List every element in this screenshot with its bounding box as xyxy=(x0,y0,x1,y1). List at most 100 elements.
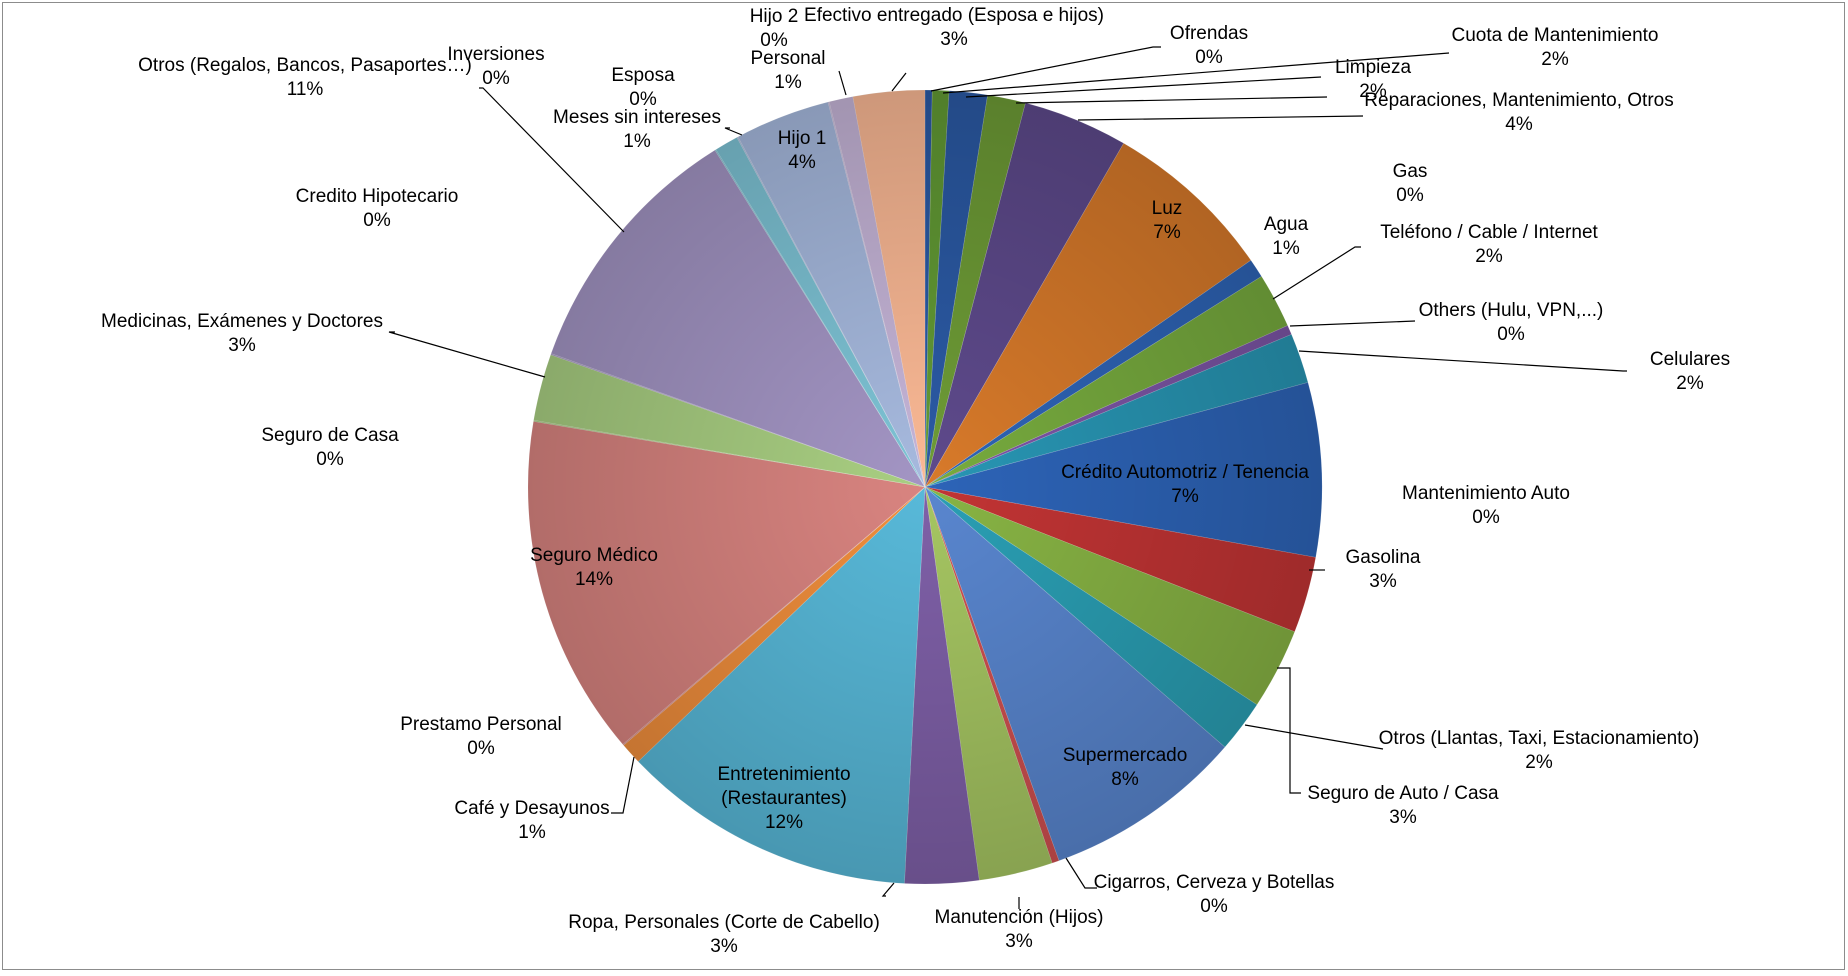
leader-lines xyxy=(388,46,1627,909)
slice-label-percent: 0% xyxy=(467,738,495,759)
slice-label-percent: 1% xyxy=(518,822,546,843)
leader-line-15 xyxy=(388,331,546,378)
slice-label-percent: 4% xyxy=(1505,114,1533,135)
leader-line-4 xyxy=(1077,115,1364,121)
slice-label-percent: 1% xyxy=(774,72,802,93)
slice-label-23: Seguro de Casa 0% xyxy=(261,425,399,470)
slice-label-percent: 2% xyxy=(1525,752,1553,773)
slice-label-percent: 3% xyxy=(710,936,738,957)
leader-line-2 xyxy=(965,76,1322,98)
slice-label-percent: 12% xyxy=(765,812,803,833)
slice-label-name: Gas xyxy=(1393,161,1428,182)
slice-label-percent: 11% xyxy=(287,79,324,100)
slice-label-percent: 1% xyxy=(623,131,651,152)
slice-label-32: Personal 1% xyxy=(751,48,826,93)
slice-label-name: Credito Hipotecario xyxy=(296,186,459,207)
slice-label-name: Ofrendas xyxy=(1170,23,1248,44)
slice-label-name: Seguro de Casa xyxy=(261,425,399,446)
slice-label-percent: 7% xyxy=(1153,222,1181,243)
leader-line-6 xyxy=(1289,320,1416,327)
slice-label-percent: 8% xyxy=(1111,769,1139,790)
slice-label-name: Seguro de Auto / Casa xyxy=(1307,783,1499,804)
slice-label-name: Prestamo Personal xyxy=(400,714,562,735)
leader-line-9 xyxy=(1244,724,1384,750)
slice-label-name: Reparaciones, Mantenimiento, Otros xyxy=(1364,90,1673,111)
slice-label-percent: 0% xyxy=(1396,185,1424,206)
slice-label-name: Manutención (Hijos) xyxy=(935,907,1104,928)
slice-label-24: Medicinas, Exámenes y Doctores 3% xyxy=(101,311,383,356)
pie-slices xyxy=(527,89,1323,885)
slice-label-27: Inversiones 0% xyxy=(447,44,544,89)
slice-label-name: Mantenimiento Auto xyxy=(1402,483,1570,504)
slice-label-name: Supermercado xyxy=(1063,745,1188,766)
slice-label-percent: 0% xyxy=(482,68,510,89)
slice-label-22: Seguro Médico 14% xyxy=(530,545,658,590)
slice-label-percent: 2% xyxy=(1475,246,1503,267)
slice-label-name: Hijo 1 xyxy=(778,128,827,149)
slice-label-percent: 7% xyxy=(1171,486,1199,507)
slice-label-name: Celulares xyxy=(1650,349,1730,370)
leader-line-14 xyxy=(611,756,635,814)
slice-label-percent: 0% xyxy=(363,210,391,231)
slice-label-name: Inversiones xyxy=(447,44,544,65)
slice-label-percent: 4% xyxy=(788,152,816,173)
slice-label-name: Medicinas, Exámenes y Doctores xyxy=(101,311,383,332)
slice-label-name: Cuota de Mantenimiento xyxy=(1451,25,1658,46)
slice-label-8: Others (Hulu, VPN,...)0% xyxy=(1419,300,1604,345)
slice-label-name: Otros (Regalos, Bancos, Pasaportes…) xyxy=(138,55,472,76)
slice-label-name: Esposa xyxy=(611,65,675,86)
slice-label-percent: 3% xyxy=(1369,571,1397,592)
slice-label-33: Efectivo entregado (Esposa e hijos) 3% xyxy=(804,5,1104,50)
slice-label-25: Credito Hipotecario 0% xyxy=(296,186,459,231)
slice-label-17: Manutención (Hijos)3% xyxy=(935,907,1104,952)
slice-label-percent: 2% xyxy=(1541,49,1569,70)
slice-label-19: Entretenimiento(Restaurantes)12% xyxy=(717,764,850,833)
slice-label-1: Cuota de Mantenimiento 2% xyxy=(1451,25,1658,70)
slice-label-name: Ropa, Personales (Corte de Cabello) xyxy=(568,912,880,933)
leader-line-18 xyxy=(838,70,847,96)
slice-label-14: Seguro de Auto / Casa 3% xyxy=(1307,783,1499,828)
slice-label-26: Otros (Regalos, Bancos, Pasaportes…) 11% xyxy=(138,55,472,100)
leader-line-19 xyxy=(891,72,907,92)
leader-line-5 xyxy=(1272,246,1361,300)
leader-line-3 xyxy=(1015,96,1328,104)
slice-label-30: Hijo 1 4% xyxy=(778,128,827,173)
leader-line-1 xyxy=(942,52,1450,94)
slice-label-percent: 0% xyxy=(316,449,344,470)
slice-label-21: Prestamo Personal 0% xyxy=(400,714,562,759)
leader-line-11 xyxy=(1065,857,1097,889)
slice-label-name: Others (Hulu, VPN,...) xyxy=(1419,300,1604,321)
slice-label-name: Otros (Llantas, Taxi, Estacionamiento) xyxy=(1379,728,1700,749)
slice-label-name: Café y Desayunos xyxy=(454,798,609,819)
slice-label-name: Personal xyxy=(751,48,826,69)
slice-label-name: Limpieza xyxy=(1335,57,1411,78)
slice-label-name: Entretenimiento xyxy=(717,764,850,785)
slice-label-percent: 0% xyxy=(1200,896,1228,917)
slice-label-name: Efectivo entregado (Esposa e hijos) xyxy=(804,5,1104,26)
leader-line-16 xyxy=(479,87,625,233)
leader-line-17 xyxy=(724,127,743,136)
slice-label-percent: 0% xyxy=(760,30,788,51)
slice-label-percent: 3% xyxy=(940,29,968,50)
slice-label-percent: 3% xyxy=(228,335,256,356)
slice-label-percent: 14% xyxy=(575,569,613,590)
slice-label-name: Seguro Médico xyxy=(530,545,658,566)
leader-line-0 xyxy=(930,46,1161,92)
slice-label-18: Ropa, Personales (Corte de Cabello) 3% xyxy=(568,912,880,957)
leader-line-13 xyxy=(881,882,895,897)
slice-label-percent: 3% xyxy=(1389,807,1417,828)
